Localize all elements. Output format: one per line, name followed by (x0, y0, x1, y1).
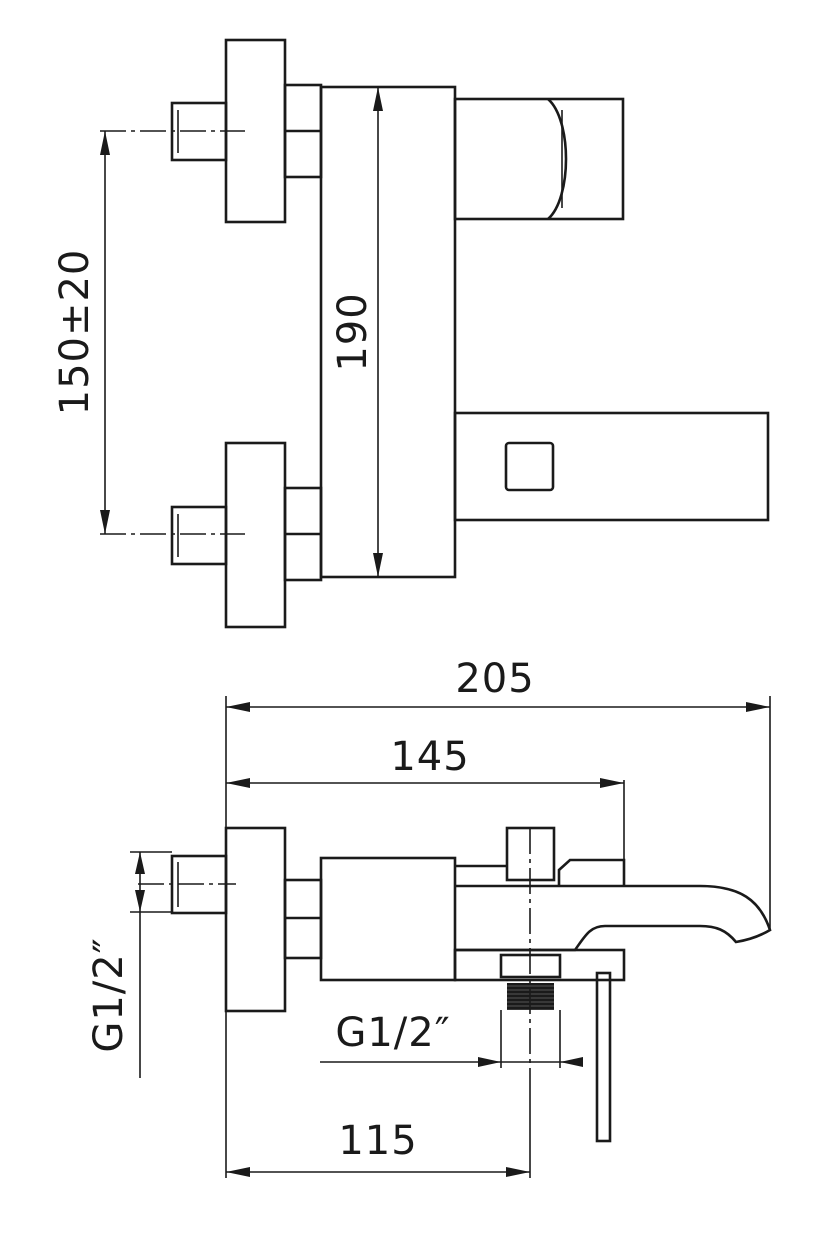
side-view: 205 145 G1/2″ G1/2″ (86, 656, 772, 1178)
dim-overall-depth: 205 (226, 656, 770, 712)
dim-body-height-label: 190 (330, 292, 376, 371)
mixer-body (319, 85, 457, 579)
dim-outlet-thread: G1/2″ (320, 1010, 583, 1067)
side-spout (455, 884, 772, 952)
lever-handle (595, 971, 612, 1143)
spout-front (453, 411, 770, 522)
side-mixer-body (319, 856, 457, 982)
dim-inlet-spacing: 150±20 (52, 131, 110, 534)
front-view: 150±20 190 (52, 38, 770, 629)
dim-inlet-spacing-label: 150±20 (52, 249, 98, 416)
side-escutcheon (224, 826, 287, 1013)
bottom-inlet (100, 441, 323, 629)
dim-outlet-thread-label: G1/2″ (335, 1010, 450, 1056)
diverter-knob (453, 97, 625, 221)
dim-wall-to-outlet: 115 (226, 1118, 530, 1177)
dim-wall-to-outlet-label: 115 (338, 1118, 417, 1164)
outlet-square (504, 441, 555, 492)
dim-spout-depth-label: 145 (390, 734, 469, 780)
bottom-escutcheon (224, 441, 287, 629)
dim-inlet-thread-label: G1/2″ (86, 937, 132, 1052)
dim-spout-depth: 145 (226, 734, 624, 788)
dim-body-height: 190 (330, 87, 383, 577)
dim-overall-depth-label: 205 (455, 656, 534, 702)
top-inlet (100, 38, 323, 224)
dim-inlet-thread: G1/2″ (86, 851, 172, 1078)
